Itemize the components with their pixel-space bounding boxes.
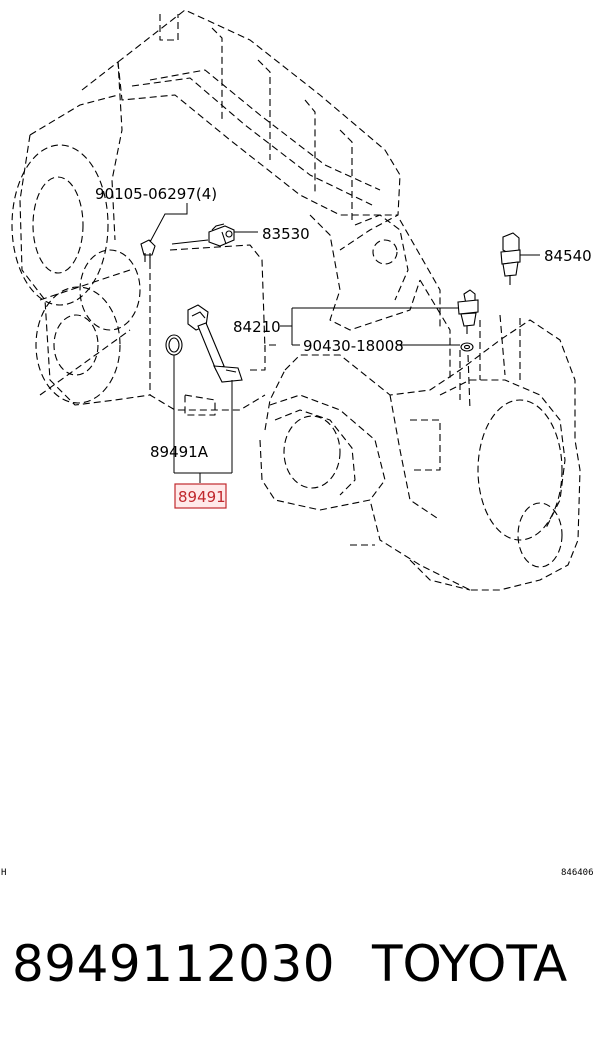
- callout-gasket[interactable]: 90430-18008: [303, 337, 404, 355]
- transmission-outline: [250, 314, 581, 591]
- footer-caption: 8949112030 TOYOTA: [0, 935, 600, 1005]
- callout-oring[interactable]: 89491A: [150, 443, 209, 461]
- engine-block-outline: [11, 9, 451, 416]
- sensor-84540-part: [500, 232, 521, 285]
- leader-lines: [149, 203, 540, 483]
- footer-part-number: 8949112030: [12, 935, 336, 993]
- gasket-part: [460, 342, 474, 352]
- callout-sensor-right[interactable]: 84540: [544, 247, 592, 265]
- bolt-part: [140, 239, 156, 262]
- sensor-84210-part: [457, 289, 479, 334]
- oring-part: [165, 334, 183, 356]
- callout-sensor-mid[interactable]: 84210: [233, 318, 281, 336]
- dipstick-sensor-part: [187, 304, 243, 383]
- corner-code-right: 846406: [561, 868, 594, 878]
- callout-bolt-set[interactable]: 90105-06297(4): [95, 185, 217, 203]
- switch-part: [208, 223, 235, 247]
- footer-brand: TOYOTA: [372, 935, 568, 993]
- callout-highlighted-part[interactable]: 89491: [178, 488, 226, 506]
- highlighted-callout-box[interactable]: 89491: [174, 483, 227, 509]
- corner-code-left: H: [1, 868, 6, 878]
- callout-switch[interactable]: 83530: [262, 225, 310, 243]
